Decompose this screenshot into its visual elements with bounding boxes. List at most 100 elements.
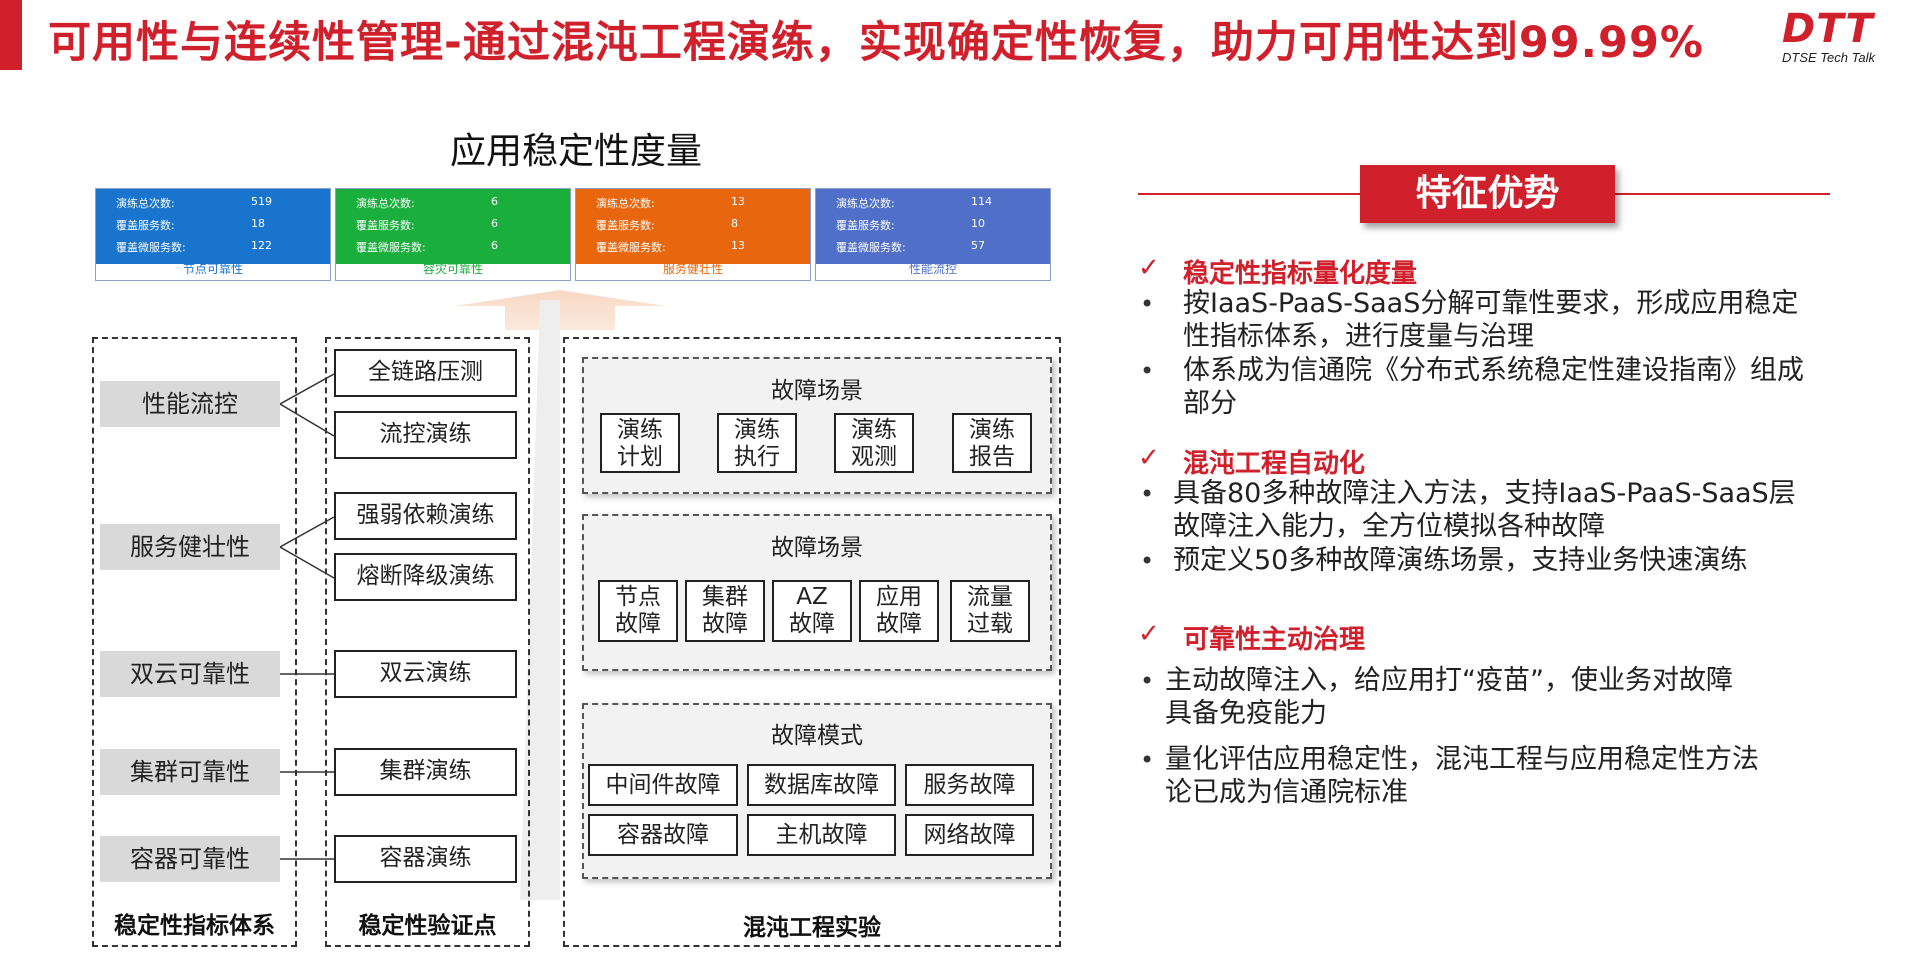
- metric-key: 覆盖服务数:: [356, 219, 415, 232]
- drill-step: 演练执行: [717, 413, 797, 473]
- verify-point: 强弱依赖演练: [334, 492, 517, 540]
- metric-row: 覆盖服务数: 10: [816, 213, 1050, 235]
- fault-scenario: 节点故障: [598, 580, 678, 642]
- metric-card-node: 演练总次数:519 覆盖服务数:18 覆盖微服务数:122 节点可靠性: [95, 188, 331, 281]
- metric-row: 覆盖微服务数: 57: [816, 235, 1050, 257]
- bullet-line: 具备80多种故障注入方法，支持IaaS-PaaS-SaaS层: [1173, 478, 1796, 509]
- section-title: 可靠性主动治理: [1183, 625, 1366, 655]
- bullet-line: 论已成为信通院标准: [1165, 777, 1408, 808]
- logo-subtitle: DTSE Tech Talk: [1782, 50, 1875, 65]
- bullet-line: 具备免疫能力: [1165, 698, 1327, 729]
- metric-key: 覆盖服务数:: [596, 219, 655, 232]
- bullet-text: 主动故障注入，给应用打“疫苗”，使业务对故障具备免疫能力: [1165, 664, 1885, 730]
- bullet-text: 体系成为信通院《分布式系统稳定性建设指南》组成部分: [1183, 354, 1883, 420]
- bullet-text: 量化评估应用稳定性，混沌工程与应用稳定性方法论已成为信通院标准: [1165, 743, 1885, 809]
- verify-point: 流控演练: [334, 411, 517, 459]
- metric-value: 13: [731, 195, 745, 208]
- check-icon: ✓: [1138, 253, 1160, 283]
- line-1: 演练: [851, 417, 897, 443]
- advantage-badge: 特征优势: [1360, 165, 1615, 223]
- metric-value: 18: [251, 217, 265, 230]
- metric-value: 6: [491, 195, 498, 208]
- metric-value: 57: [971, 239, 985, 252]
- bullet-text: 按IaaS-PaaS-SaaS分解可靠性要求，形成应用稳定性指标体系，进行度量与…: [1183, 287, 1883, 353]
- fault-mode: 容器故障: [588, 814, 738, 856]
- metric-card-header: 演练总次数:6 覆盖服务数: 6 覆盖微服务数: 6: [336, 189, 570, 264]
- bullet-line: 主动故障注入，给应用打“疫苗”，使业务对故障: [1165, 665, 1733, 696]
- verify-point: 容器演练: [334, 835, 517, 883]
- line-2: 观测: [851, 444, 897, 470]
- line-1: 流量: [967, 584, 1013, 610]
- verify-panel-title: 稳定性验证点: [358, 913, 497, 939]
- metric-value: 122: [251, 239, 272, 252]
- indicator-item: 服务健壮性: [100, 524, 280, 570]
- fault-mode: 数据库故障: [747, 764, 896, 806]
- bullet-text: 预定义50多种故障演练场景，支持业务快速演练: [1173, 544, 1893, 577]
- fault-scenario: 集群故障: [685, 580, 765, 642]
- metric-key: 覆盖服务数:: [116, 219, 175, 232]
- indicator-item: 容器可靠性: [100, 836, 280, 882]
- metric-value: 6: [491, 217, 498, 230]
- section-title: 稳定性指标量化度量: [1183, 259, 1418, 289]
- metric-card-header: 演练总次数:519 覆盖服务数: 18 覆盖微服务数:122: [96, 189, 330, 264]
- metrics-title: 应用稳定性度量: [450, 131, 703, 172]
- line-1: 演练: [734, 417, 780, 443]
- verify-point: 集群演练: [334, 748, 517, 796]
- line-2: 故障: [615, 611, 661, 637]
- metric-card-name: 性能流控: [908, 262, 957, 276]
- metric-card-perf: 演练总次数: 114 覆盖服务数: 10 覆盖微服务数: 57 性能流控: [815, 188, 1051, 281]
- metric-row: 覆盖微服务数:122: [96, 235, 330, 257]
- line-2: 计划: [617, 444, 663, 470]
- metric-key: 演练总次数:: [596, 197, 655, 210]
- metric-card-dr: 演练总次数:6 覆盖服务数: 6 覆盖微服务数: 6 容灾可靠性: [335, 188, 571, 281]
- bullet-icon: •: [1140, 547, 1155, 575]
- indicator-item: 性能流控: [100, 381, 280, 427]
- drill-step: 演练计划: [600, 413, 680, 473]
- check-icon: ✓: [1138, 619, 1160, 649]
- metric-row: 演练总次数: 13: [576, 191, 810, 213]
- up-arrow-icon: [455, 290, 665, 330]
- chaos-panel-title: 混沌工程实验: [743, 915, 881, 941]
- metric-key: 覆盖服务数:: [836, 219, 895, 232]
- fault-mode: 主机故障: [747, 814, 896, 856]
- metric-value: 6: [491, 239, 498, 252]
- line-2: 报告: [969, 444, 1015, 470]
- group-title: 故障场景: [771, 535, 863, 561]
- indicator-item: 集群可靠性: [100, 749, 280, 795]
- line-2: 故障: [789, 611, 835, 637]
- group-title: 故障模式: [771, 723, 863, 749]
- line-1: AZ: [796, 584, 828, 610]
- verify-panel: [325, 337, 530, 947]
- metric-row: 覆盖微服务数:13: [576, 235, 810, 257]
- line-1: 节点: [615, 584, 661, 610]
- fault-mode: 服务故障: [905, 764, 1034, 806]
- logo-mark: DTT: [1782, 6, 1874, 52]
- metric-card-name: 容灾可靠性: [422, 262, 483, 276]
- metric-key: 覆盖微服务数:: [836, 241, 906, 254]
- fault-mode: 中间件故障: [588, 764, 738, 806]
- metric-row: 覆盖服务数: 8: [576, 213, 810, 235]
- metric-card-header: 演练总次数: 114 覆盖服务数: 10 覆盖微服务数: 57: [816, 189, 1050, 264]
- line-2: 故障: [702, 611, 748, 637]
- line-1: 演练: [969, 417, 1015, 443]
- fault-scenario: 应用故障: [859, 580, 939, 642]
- metric-key: 演练总次数:: [836, 197, 895, 210]
- fault-scenario: 流量过载: [950, 580, 1030, 642]
- bullet-icon: •: [1140, 480, 1155, 508]
- section-title: 混沌工程自动化: [1183, 449, 1366, 479]
- metric-row: 演练总次数:6: [336, 191, 570, 213]
- bullet-icon: •: [1140, 667, 1155, 695]
- metric-row: 演练总次数:519: [96, 191, 330, 213]
- metric-value: 519: [251, 195, 272, 208]
- bullet-line: 性指标体系，进行度量与治理: [1183, 321, 1534, 352]
- metric-value: 8: [731, 217, 738, 230]
- bullet-line: 预定义50多种故障演练场景，支持业务快速演练: [1173, 545, 1748, 576]
- metric-value: 10: [971, 217, 985, 230]
- metric-key: 覆盖微服务数:: [356, 241, 426, 254]
- line-1: 演练: [617, 417, 663, 443]
- verify-point: 双云演练: [334, 650, 517, 698]
- metric-card-service: 演练总次数:13 覆盖服务数:8 覆盖微服务数:13 服务健壮性: [575, 188, 811, 281]
- drill-step: 演练观测: [834, 413, 914, 473]
- wedge-shadow: [520, 300, 560, 900]
- metric-value: 114: [971, 195, 992, 208]
